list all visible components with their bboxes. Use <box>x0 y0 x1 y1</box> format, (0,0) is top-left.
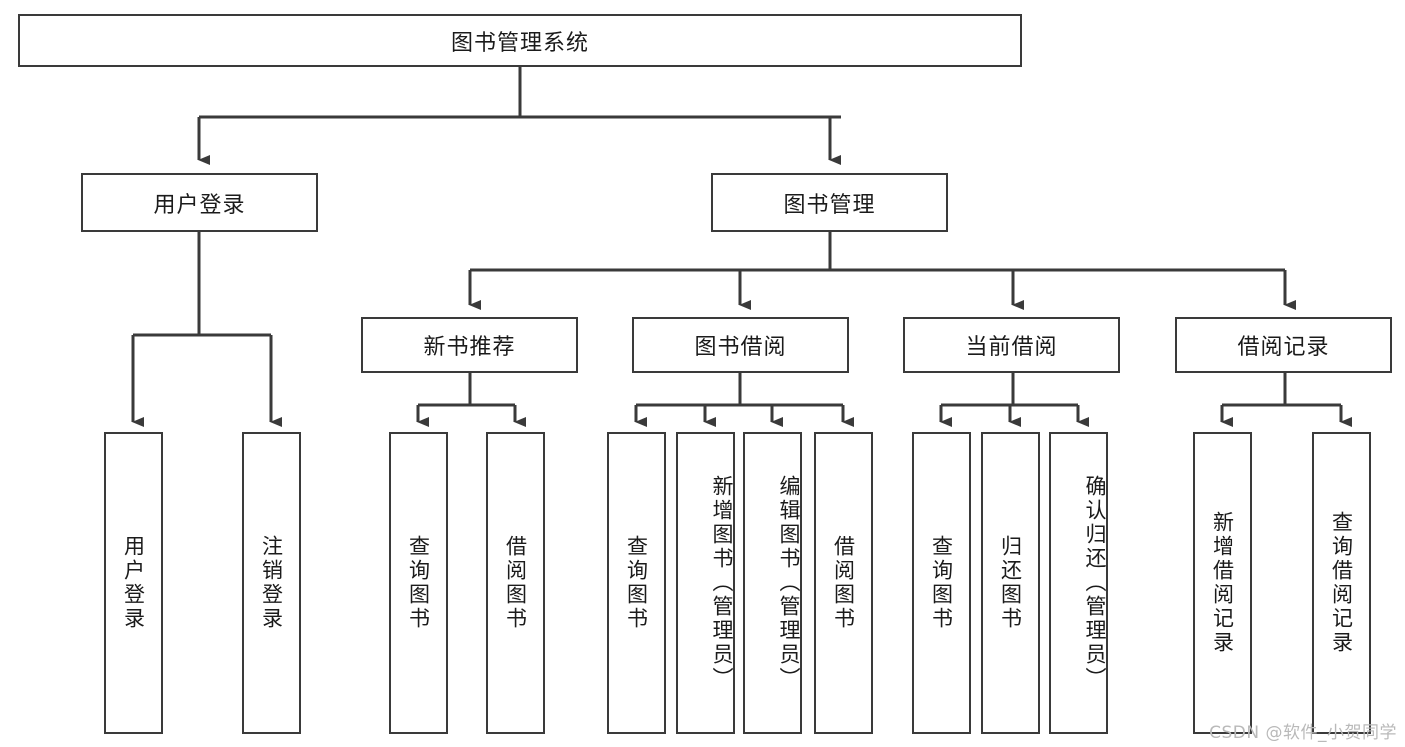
leaf-borrow-book[interactable]: 借阅图书 <box>814 432 873 734</box>
leaf-user-login[interactable]: 用户登录 <box>104 432 163 734</box>
leaf-logout[interactable]: 注销登录 <box>242 432 301 734</box>
leaf-query-book-current[interactable]: 查询图书 <box>912 432 971 734</box>
leaf-return-book[interactable]: 归还图书 <box>981 432 1040 734</box>
leaf-add-borrow-record[interactable]: 新增借阅记录 <box>1193 432 1252 734</box>
node-new-book-recommend[interactable]: 新书推荐 <box>361 317 578 373</box>
leaf-query-borrow-record[interactable]: 查询借阅记录 <box>1312 432 1371 734</box>
leaf-query-book-recommend[interactable]: 查询图书 <box>389 432 448 734</box>
node-book-borrow[interactable]: 图书借阅 <box>632 317 849 373</box>
leaf-edit-book-admin[interactable]: 编辑图书（管理员） <box>743 432 802 734</box>
node-user-login[interactable]: 用户登录 <box>81 173 318 232</box>
node-current-borrow[interactable]: 当前借阅 <box>903 317 1120 373</box>
node-root[interactable]: 图书管理系统 <box>18 14 1022 67</box>
leaf-confirm-return-admin[interactable]: 确认归还（管理员） <box>1049 432 1108 734</box>
node-book-management[interactable]: 图书管理 <box>711 173 948 232</box>
leaf-borrow-book-recommend[interactable]: 借阅图书 <box>486 432 545 734</box>
node-borrow-record[interactable]: 借阅记录 <box>1175 317 1392 373</box>
leaf-add-book-admin[interactable]: 新增图书（管理员） <box>676 432 735 734</box>
leaf-query-book-borrow[interactable]: 查询图书 <box>607 432 666 734</box>
